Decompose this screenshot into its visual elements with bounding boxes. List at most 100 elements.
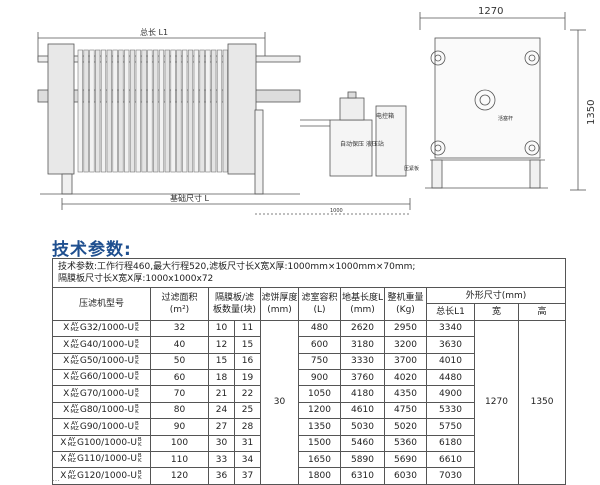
cell-cake: 30 [260, 319, 299, 485]
cell-area: 32 [150, 319, 209, 338]
cell-base: 5030 [340, 418, 385, 436]
filter-plate [124, 49, 130, 173]
cell-length: 4900 [426, 385, 475, 403]
cell-length: 5330 [426, 401, 475, 420]
filter-plate [129, 49, 136, 173]
header-cake: 滤饼厚度(mm) [260, 287, 299, 321]
cell-plates-b: 19 [234, 368, 261, 387]
dim-width: 1270 [478, 6, 503, 17]
cell-plates-b: 31 [234, 434, 261, 452]
cell-volume: 600 [298, 336, 341, 354]
filter-plate [193, 49, 199, 173]
cell-length: 6180 [426, 434, 475, 452]
cell-plates-b: 28 [234, 418, 261, 436]
cell-plates-a: 33 [208, 450, 235, 469]
cell-area: 90 [150, 418, 209, 436]
filter-plate [112, 49, 118, 173]
cell-weight: 3700 [384, 352, 427, 370]
label-hydraulic: 自动保压 液压站 [340, 140, 384, 148]
filter-plate [211, 49, 217, 173]
cell-volume: 1500 [298, 434, 341, 452]
cell-length: 3340 [426, 319, 475, 338]
cell-weight: 3200 [384, 336, 427, 354]
cell-area: 60 [150, 368, 209, 387]
filter-plate [83, 49, 89, 173]
filter-plate [182, 49, 188, 173]
filter-plate [106, 49, 112, 173]
filter-plate [147, 49, 153, 173]
cell-volume: 1050 [298, 385, 341, 403]
filter-plate [95, 49, 101, 173]
spec-note-line1: 技术参数:工作行程460,最大行程520,滤板尺寸长X宽X厚:1000mm×10… [58, 262, 416, 272]
cell-length: 6610 [426, 450, 475, 469]
cell-base: 5460 [340, 434, 385, 452]
cell-weight: 2950 [384, 319, 427, 338]
cell-length: 4480 [426, 368, 475, 387]
spec-note: 技术参数:工作行程460,最大行程520,滤板尺寸长X宽X厚:1000mm×10… [51, 258, 567, 288]
cell-width: 1270 [474, 319, 519, 485]
cell-volume: 1650 [298, 450, 341, 469]
filter-plate [199, 49, 205, 173]
header-area: 过滤面积(m²) [150, 287, 209, 321]
cell-area: 110 [150, 450, 209, 469]
header-weight: 整机重量(Kg) [384, 287, 427, 321]
header-len: 总长L1 [426, 303, 475, 321]
cell-area: 50 [150, 352, 209, 370]
header-base: 地基长度L(mm) [340, 287, 385, 321]
cell-weight: 4750 [384, 401, 427, 420]
filter-plate [164, 49, 170, 173]
filter-plate [205, 49, 211, 173]
cell-weight: 4350 [384, 385, 427, 403]
cell-plates-b: 15 [234, 336, 261, 354]
cell-base: 3180 [340, 336, 385, 354]
cell-plates-b: 37 [234, 467, 261, 485]
cell-volume: 1200 [298, 401, 341, 420]
cell-length: 3630 [426, 336, 475, 354]
section-title: 技术参数: [52, 240, 132, 260]
cell-plates-a: 27 [208, 418, 235, 436]
header-plates: 隔膜板/滤板数量(块) [208, 287, 261, 321]
cell-area: 40 [150, 336, 209, 354]
cell-plates-b: 16 [234, 352, 261, 370]
filter-plate [118, 49, 124, 173]
header-model: 压滤机型号 [52, 287, 151, 321]
cell-plates-a: 18 [208, 368, 235, 387]
cell-plates-a: 30 [208, 434, 235, 452]
filter-plate [141, 49, 147, 173]
cell-plates-b: 25 [234, 401, 261, 420]
spec-table: 技术参数:工作行程460,最大行程520,滤板尺寸长X宽X厚:1000mm×10… [51, 258, 567, 485]
cell-base: 2620 [340, 319, 385, 338]
cell-base: 3330 [340, 352, 385, 370]
dim-small: 1000 [330, 208, 343, 214]
cell-base: 4610 [340, 401, 385, 420]
cell-base: 3760 [340, 368, 385, 387]
filter-plate [135, 49, 141, 173]
cell-plates-a: 12 [208, 336, 235, 354]
header-outer: 外形尺寸(mm) [425, 286, 567, 305]
cell-volume: 750 [298, 352, 341, 370]
cell-plates-b: 22 [234, 385, 261, 403]
header-wid: 宽 [474, 303, 519, 321]
filter-plate [170, 49, 176, 173]
cell-plates-b: 34 [234, 450, 261, 469]
cell-plates-a: 24 [208, 401, 235, 420]
cell-base: 5890 [340, 450, 385, 469]
filter-plate [153, 49, 159, 173]
cell-length: 4010 [426, 352, 475, 370]
dim-total-length: 总长 L1 [140, 27, 168, 37]
cell-plates-a: 21 [208, 385, 235, 403]
dim-foundation: 基础尺寸 L [170, 193, 210, 203]
header-hei: 高 [517, 303, 567, 321]
filter-plate [100, 49, 107, 173]
header-volume: 滤室容积(L) [298, 287, 341, 321]
